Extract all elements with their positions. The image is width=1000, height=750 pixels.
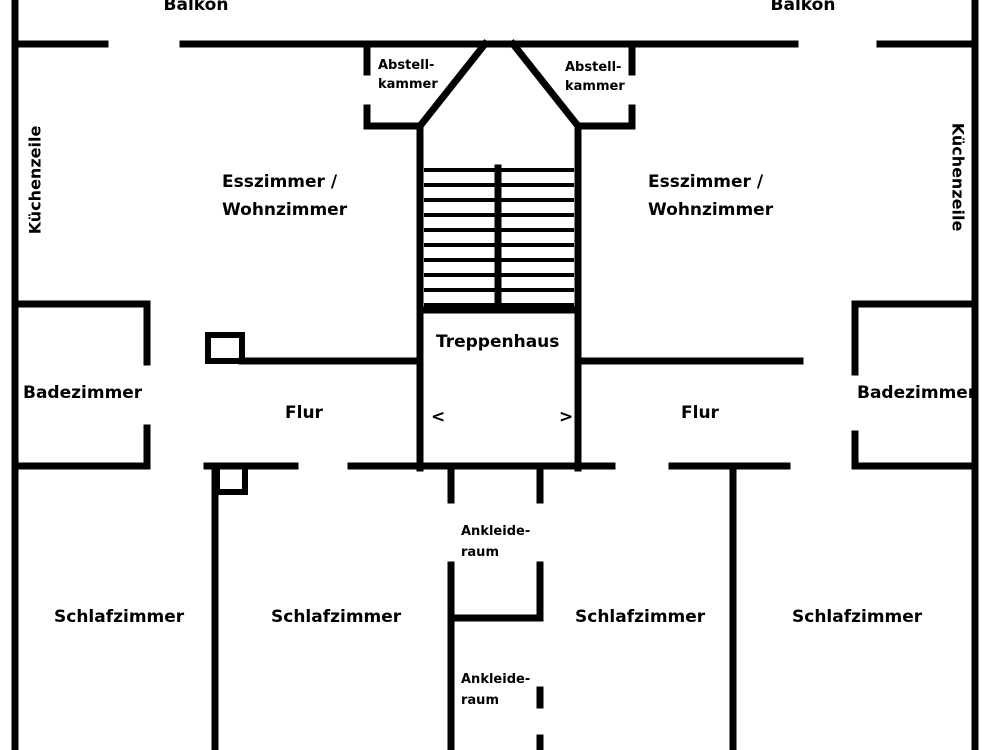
storage-left-label-1: Abstell- [378,58,435,73]
arrow-right-icon: > [559,407,574,427]
bedroom-3-label: Schlafzimmer [575,607,706,627]
dressing-top-label-2: raum [461,545,499,560]
kitchen-right-label: Küchenzeile [948,122,968,232]
bath-left-walls [11,300,151,470]
arrow-left-icon: < [431,407,446,427]
storage-right-label-2: kammer [565,79,625,94]
staircase [424,164,574,314]
storage-right-walls [574,40,636,130]
balcony-left-label: Balkon [163,0,229,15]
bath-right-walls [851,300,979,470]
hall-walls [205,332,804,365]
stairwell-label: Treppenhaus [436,332,560,352]
storage-left-label-2: kammer [378,77,438,92]
bedroom-4-label: Schlafzimmer [792,607,923,627]
bath-left-label: Badezimmer [23,383,143,403]
living-right-label-2: Wohnzimmer [648,200,774,220]
corridor-bottom-wall [203,462,791,495]
dressing-top-label-1: Ankleide- [461,524,531,539]
dressing-bottom-label-1: Ankleide- [461,672,531,687]
bedroom-walls [211,462,737,750]
storage-left-walls [363,40,424,130]
dressing-bottom-label-2: raum [461,693,499,708]
bath-right-label: Badezimmer [857,383,977,403]
storage-right-label-1: Abstell- [565,60,622,75]
hall-left-label: Flur [285,403,323,423]
living-left-label-1: Esszimmer / [222,172,338,192]
hall-right-label: Flur [681,403,719,423]
kitchen-left-label: Küchenzeile [25,125,45,235]
living-right-label-1: Esszimmer / [648,172,764,192]
outer-walls [11,0,979,750]
bedroom-1-label: Schlafzimmer [54,607,185,627]
living-left-label-2: Wohnzimmer [222,200,348,220]
balcony-right-label: Balkon [770,0,836,15]
bedroom-2-label: Schlafzimmer [271,607,402,627]
